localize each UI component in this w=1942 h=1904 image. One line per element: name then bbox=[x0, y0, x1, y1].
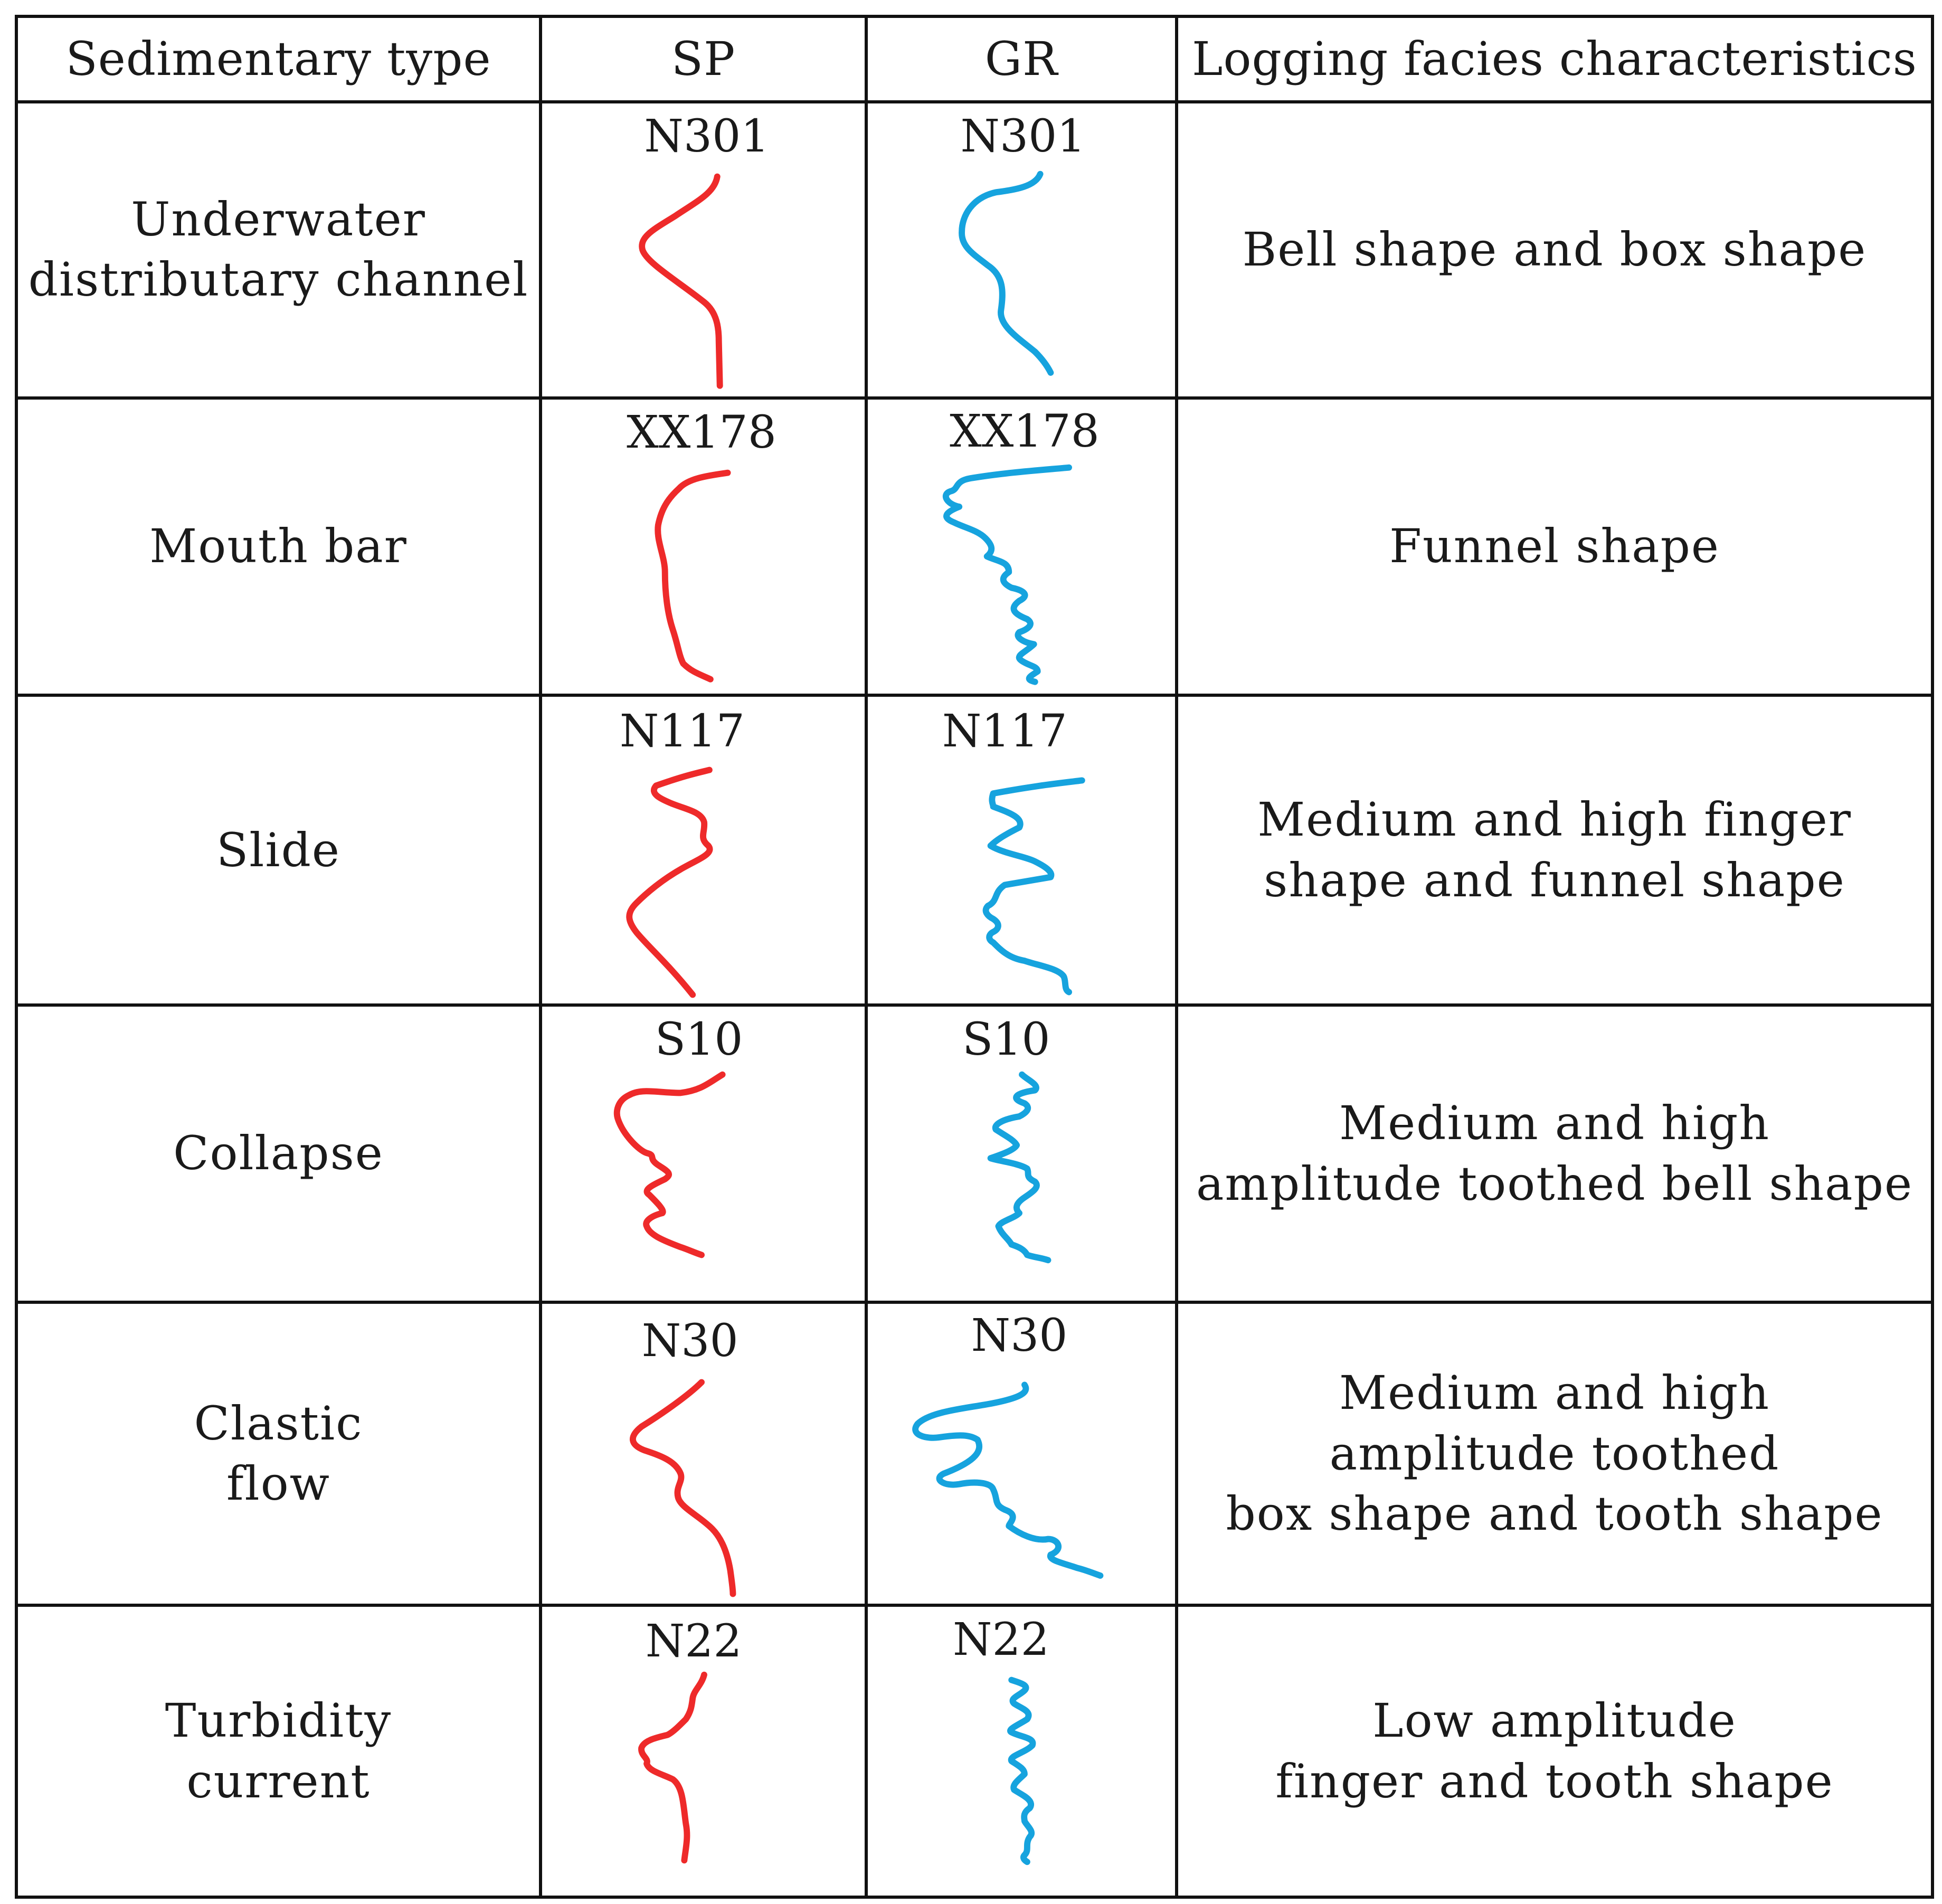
sp-well-label: N117 bbox=[620, 705, 745, 757]
sp-log-curve bbox=[638, 1672, 707, 1864]
sp-log-curve bbox=[613, 1072, 726, 1258]
gr-well-label: N30 bbox=[971, 1310, 1068, 1362]
sp-log-cell: N117 bbox=[539, 694, 868, 1007]
sp-log-graphic: N301 bbox=[639, 110, 769, 389]
sp-well-label: N30 bbox=[642, 1315, 738, 1367]
sp-log-graphic: N30 bbox=[630, 1315, 738, 1597]
logging-facies-table: Sedimentary type SP GR Logging facies ch… bbox=[15, 15, 1934, 1899]
gr-log-cell: S10 bbox=[865, 1003, 1178, 1304]
sedimentary-type-cell: Slide bbox=[15, 694, 542, 1007]
sedimentary-type-cell: Underwater distributary channel bbox=[15, 100, 542, 400]
sp-log-cell: XX178 bbox=[539, 396, 868, 697]
characteristics-line: amplitude toothed bbox=[1329, 1426, 1780, 1481]
sedimentary-type-cell: Collapse bbox=[15, 1003, 542, 1304]
characteristics-cell: Low amplitude finger and tooth shape bbox=[1175, 1604, 1934, 1899]
gr-log-curve bbox=[943, 464, 1073, 685]
sp-log-curve bbox=[630, 1379, 736, 1597]
sp-log-cell: N301 bbox=[539, 100, 868, 400]
table-row: Slide N117 N117 Medium and high finger s… bbox=[15, 694, 1934, 1007]
gr-log-graphic: XX178 bbox=[943, 405, 1100, 685]
sp-log-graphic: N117 bbox=[620, 705, 745, 998]
header-gr: GR bbox=[865, 15, 1178, 103]
gr-log-cell: N117 bbox=[865, 694, 1178, 1007]
type-line: flow bbox=[226, 1456, 331, 1511]
sedimentary-type-cell: Clastic flow bbox=[15, 1300, 542, 1607]
gr-log-graphic: N30 bbox=[912, 1310, 1104, 1579]
sedimentary-type-cell: Turbidity current bbox=[15, 1604, 542, 1899]
header-sedimentary-type: Sedimentary type bbox=[15, 15, 542, 103]
table-row: Clastic flow N30 N30 Medium and high amp… bbox=[15, 1300, 1934, 1607]
sp-log-cell: N30 bbox=[539, 1300, 868, 1607]
table-row: Turbidity current N22 N22 Low amplitude … bbox=[15, 1604, 1934, 1899]
type-line: Mouth bar bbox=[149, 519, 408, 574]
gr-log-graphic: N22 bbox=[953, 1614, 1049, 1865]
gr-log-curve bbox=[987, 1072, 1051, 1264]
type-line: Collapse bbox=[173, 1126, 384, 1181]
characteristics-line: amplitude toothed bell shape bbox=[1196, 1156, 1913, 1211]
gr-log-graphic: S10 bbox=[962, 1013, 1051, 1264]
sp-log-graphic: N22 bbox=[638, 1615, 742, 1864]
header-characteristics: Logging facies characteristics bbox=[1175, 15, 1934, 103]
gr-log-graphic: N301 bbox=[959, 110, 1086, 376]
sp-log-curve bbox=[626, 766, 713, 998]
sp-log-curve bbox=[655, 469, 731, 683]
type-line: Clastic bbox=[194, 1396, 363, 1451]
gr-log-curve bbox=[1007, 1676, 1036, 1865]
gr-log-graphic: N117 bbox=[942, 705, 1085, 996]
table-row: Mouth bar XX178 XX178 Funnel shape bbox=[15, 396, 1934, 697]
gr-well-label: S10 bbox=[962, 1013, 1050, 1066]
characteristics-line: Medium and high finger bbox=[1257, 792, 1852, 847]
gr-log-curve bbox=[982, 777, 1085, 996]
gr-log-cell: XX178 bbox=[865, 396, 1178, 697]
characteristics-line: Medium and high bbox=[1339, 1096, 1770, 1151]
gr-log-curve bbox=[959, 170, 1054, 376]
sp-log-cell: N22 bbox=[539, 1604, 868, 1899]
sp-log-graphic: XX178 bbox=[627, 406, 776, 683]
header-sp: SP bbox=[539, 15, 868, 103]
gr-well-label: N117 bbox=[942, 705, 1067, 757]
gr-well-label: XX178 bbox=[950, 405, 1100, 458]
characteristics-cell: Medium and high amplitude toothed box sh… bbox=[1175, 1300, 1934, 1607]
sp-well-label: N22 bbox=[646, 1615, 742, 1668]
table-row: Collapse S10 S10 Medium and high amplitu… bbox=[15, 1003, 1934, 1304]
characteristics-cell: Bell shape and box shape bbox=[1175, 100, 1934, 400]
characteristics-line: finger and tooth shape bbox=[1275, 1754, 1834, 1808]
header-row: Sedimentary type SP GR Logging facies ch… bbox=[15, 15, 1934, 103]
sedimentary-type-cell: Mouth bar bbox=[15, 396, 542, 697]
characteristics-cell: Medium and high amplitude toothed bell s… bbox=[1175, 1003, 1934, 1304]
table-row: Underwater distributary channel N301 N30… bbox=[15, 100, 1934, 400]
type-line: Underwater bbox=[131, 192, 426, 247]
sp-well-label: S10 bbox=[655, 1013, 743, 1066]
gr-well-label: N22 bbox=[953, 1614, 1049, 1666]
gr-log-cell: N22 bbox=[865, 1604, 1178, 1899]
characteristics-cell: Medium and high finger shape and funnel … bbox=[1175, 694, 1934, 1007]
characteristics-line: Bell shape and box shape bbox=[1242, 222, 1867, 277]
characteristics-line: box shape and tooth shape bbox=[1226, 1486, 1883, 1541]
characteristics-line: shape and funnel shape bbox=[1264, 852, 1845, 907]
type-line: current bbox=[186, 1754, 371, 1808]
characteristics-line: Funnel shape bbox=[1389, 519, 1720, 574]
type-line: Slide bbox=[216, 822, 340, 877]
sp-log-graphic: S10 bbox=[613, 1013, 743, 1258]
sp-log-cell: S10 bbox=[539, 1003, 868, 1304]
characteristics-line: Low amplitude bbox=[1372, 1693, 1737, 1748]
type-line: Turbidity bbox=[165, 1693, 392, 1748]
sp-well-label: XX178 bbox=[627, 406, 776, 459]
type-line: distributary channel bbox=[28, 252, 529, 307]
gr-log-cell: N301 bbox=[865, 100, 1178, 400]
gr-log-cell: N30 bbox=[865, 1300, 1178, 1607]
gr-log-curve bbox=[912, 1381, 1104, 1579]
characteristics-cell: Funnel shape bbox=[1175, 396, 1934, 697]
sp-log-curve bbox=[639, 173, 723, 389]
sp-well-label: N301 bbox=[644, 110, 769, 163]
gr-well-label: N301 bbox=[961, 110, 1086, 163]
characteristics-line: Medium and high bbox=[1339, 1366, 1770, 1420]
